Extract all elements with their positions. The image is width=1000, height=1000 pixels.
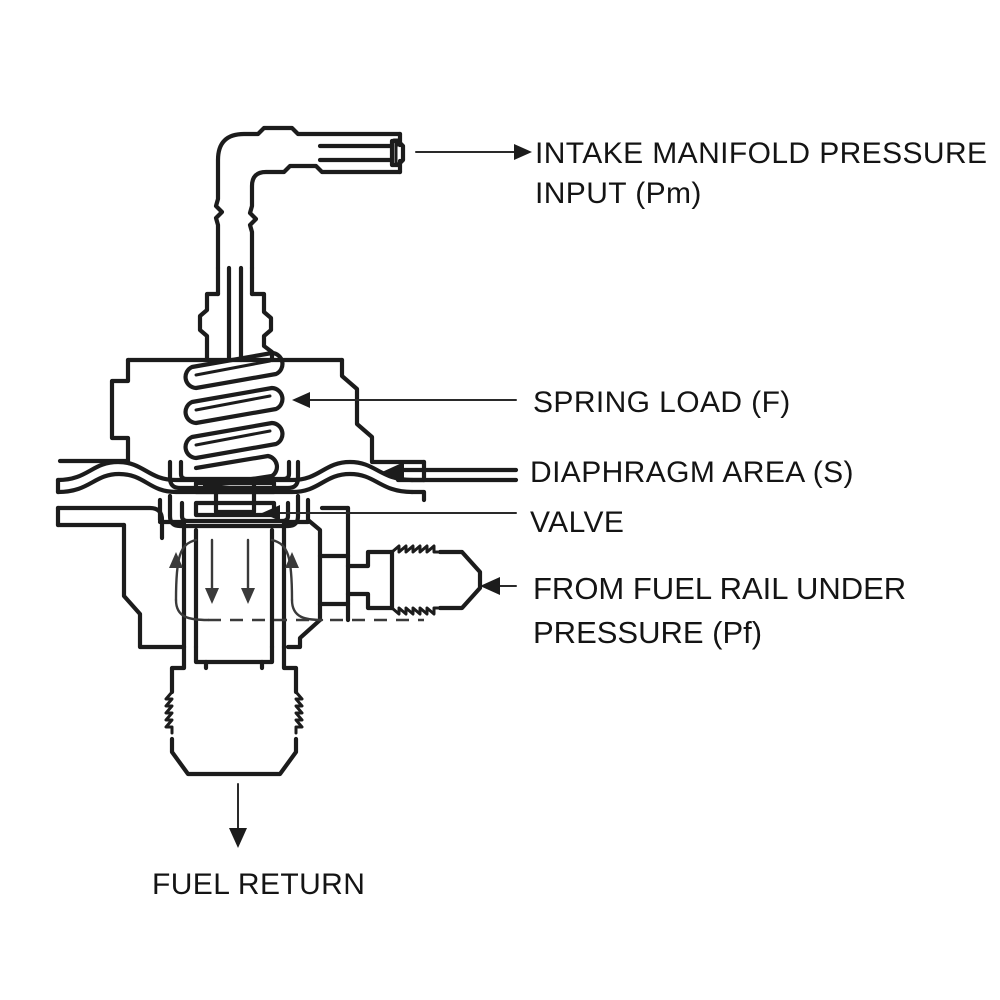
callout-leader-diaphragm-area bbox=[382, 462, 519, 483]
callout-leader-intake-manifold bbox=[415, 144, 532, 160]
label-intake-manifold-line1: INTAKE MANIFOLD PRESSURE bbox=[535, 137, 987, 170]
callout-leader-fuel-return bbox=[229, 783, 247, 848]
diaphragm bbox=[55, 459, 427, 503]
label-fuel-rail-line2: PRESSURE (Pf) bbox=[533, 615, 762, 650]
regulator-neck bbox=[197, 265, 275, 363]
fuel-inlet-fitting bbox=[317, 544, 483, 616]
vacuum-elbow-fitting bbox=[213, 125, 406, 271]
label-diaphragm-area: DIAPHRAGM AREA (S) bbox=[530, 456, 854, 489]
label-spring-load: SPRING LOAD (F) bbox=[533, 386, 791, 419]
callout-leader-spring-load bbox=[292, 392, 517, 408]
upper-body-housing bbox=[57, 357, 427, 465]
label-intake-manifold-line2: INPUT (Pm) bbox=[535, 177, 702, 210]
label-fuel-return: FUEL RETURN bbox=[152, 868, 365, 901]
return-passage bbox=[157, 519, 311, 650]
label-valve: VALVE bbox=[530, 506, 624, 539]
callout-leader-fuel-rail bbox=[480, 577, 517, 595]
lower-body-housing bbox=[55, 505, 351, 650]
coil-spring bbox=[183, 350, 285, 489]
label-fuel-rail-line1: FROM FUEL RAIL UNDER bbox=[533, 571, 906, 606]
callout-leader-valve bbox=[262, 505, 517, 521]
fuel-flow-arrows bbox=[169, 538, 424, 622]
return-outlet-fitting bbox=[164, 644, 304, 777]
